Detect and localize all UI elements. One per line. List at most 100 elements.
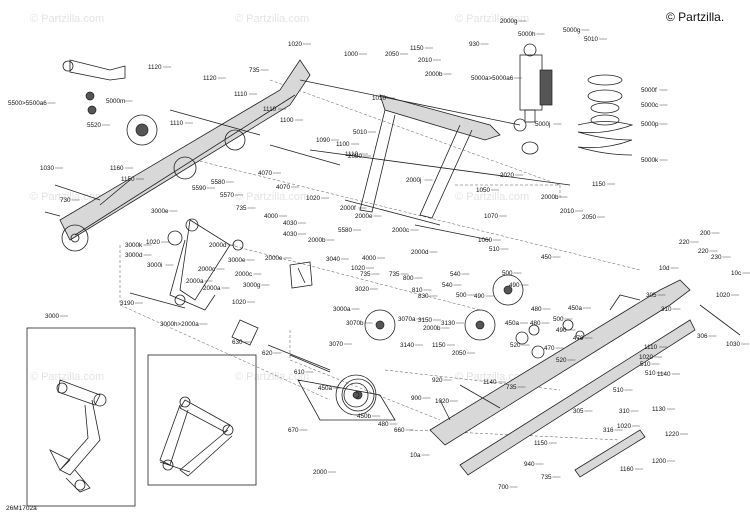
- part-callout-1110: 1110: [170, 120, 184, 127]
- part-callout-480: 480: [378, 421, 389, 428]
- part-callout-510: 510: [489, 246, 500, 253]
- part-callout-5000f: 5000f: [641, 87, 657, 94]
- part-callout-1100: 1100: [336, 141, 350, 148]
- part-callout-800: 800: [403, 275, 414, 282]
- part-callout-1020: 1020: [306, 195, 321, 202]
- part-callout-1140: 1140: [657, 371, 671, 378]
- part-callout-500: 500: [502, 270, 513, 277]
- part-callout-10d: 10d: [659, 265, 670, 272]
- inset-box-front-arm: [26, 327, 136, 507]
- part-callout-2050: 2050: [385, 51, 400, 58]
- part-callout-306: 306: [697, 333, 708, 340]
- part-callout-520: 520: [510, 342, 521, 349]
- part-callout-470: 470: [573, 335, 584, 342]
- wheel-670-drawing: [297, 374, 396, 421]
- part-callout-305: 305: [573, 408, 584, 415]
- part-callout-3000g: 3000g: [243, 282, 261, 289]
- part-callout-450a: 450a: [318, 385, 333, 392]
- part-callout-620: 620: [262, 350, 273, 357]
- part-callout-1150: 1150: [432, 342, 446, 349]
- brand-logo: © Partzilla.: [666, 10, 724, 24]
- part-callout-2000b: 2000b: [425, 71, 443, 78]
- part-callout-1070: 1070: [484, 213, 499, 220]
- part-callout-2050: 2050: [452, 350, 467, 357]
- part-callout-450: 450: [541, 254, 552, 261]
- part-callout-1000: 1000: [344, 51, 359, 58]
- part-callout-540: 540: [442, 282, 453, 289]
- part-callout-735: 735: [236, 205, 247, 212]
- part-callout-3000: 3000: [45, 313, 60, 320]
- part-callout-3000e: 3000e: [228, 257, 246, 264]
- part-callout-730: 730: [60, 197, 71, 204]
- part-callout-5580: 5580: [211, 179, 226, 186]
- part-callout-2010: 2010: [418, 57, 433, 64]
- part-callout-1140: 1140: [483, 379, 497, 386]
- part-callout-490: 490: [474, 293, 485, 300]
- part-callout-1110: 1110: [644, 344, 658, 351]
- part-callout-810: 810: [412, 287, 423, 294]
- part-callout-2000g: 2000g: [500, 18, 518, 25]
- part-callout-900: 900: [411, 395, 422, 402]
- part-callout-2000b: 2000b: [541, 194, 559, 201]
- part-callout-480: 480: [530, 320, 541, 327]
- part-callout-1050: 1050: [476, 187, 491, 194]
- watermark: © Partzilla.com: [455, 191, 529, 203]
- part-callout-310: 310: [661, 306, 672, 313]
- part-callout-5010: 5010: [584, 36, 599, 43]
- part-callout-1020: 1020: [639, 354, 654, 361]
- part-callout-510: 510: [613, 387, 624, 394]
- part-callout-3000a: 3000a: [333, 306, 351, 313]
- part-callout-2000d: 2000d: [209, 242, 227, 249]
- part-callout-2000a: 2000a: [203, 285, 221, 292]
- part-callout-2000b: 2000b: [423, 325, 441, 332]
- part-callout-200: 200: [700, 230, 711, 237]
- part-callout-3000d: 3000d: [125, 252, 143, 259]
- part-callout-10c: 10c: [731, 270, 741, 277]
- part-callout-3070a: 3070a: [398, 316, 416, 323]
- watermark: © Partzilla.com: [455, 371, 529, 383]
- part-callout-1150: 1150: [592, 181, 606, 188]
- part-callout-490: 490: [509, 282, 520, 289]
- part-callout-316: 316: [603, 427, 614, 434]
- part-callout-5570: 5570: [220, 192, 235, 199]
- part-callout-2000c: 2000c: [235, 271, 252, 278]
- part-callout-5010: 5010: [353, 129, 368, 136]
- part-callout-2000a: 2000a: [186, 278, 204, 285]
- front-arm-drawing: [167, 218, 313, 311]
- part-callout-510: 510: [640, 361, 651, 368]
- shafts-drawing: [54, 109, 501, 421]
- part-callout-1030: 1030: [40, 165, 55, 172]
- part-callout-3000e: 3000e: [151, 208, 169, 215]
- upper-swing-arm-drawing: [299, 79, 571, 226]
- part-callout-5000p: 5000p: [641, 121, 659, 128]
- part-callout-735: 735: [506, 384, 517, 391]
- part-callout-660: 660: [394, 427, 405, 434]
- part-callout-2000e: 2000e: [265, 255, 283, 262]
- part-callout-1220: 1220: [665, 431, 680, 438]
- part-callout-830: 830: [418, 293, 429, 300]
- part-callout-2080: 2080: [348, 153, 363, 160]
- part-callout-3040: 3040: [326, 256, 341, 263]
- part-callout-1110: 1110: [234, 91, 248, 98]
- rear-shock-drawing: [513, 43, 634, 156]
- part-callout-1110: 1110: [263, 106, 277, 113]
- part-callout-1020: 1020: [716, 292, 731, 299]
- part-callout-450a: 450a: [505, 320, 520, 327]
- part-callout-735: 735: [249, 67, 260, 74]
- callout-labels: 1020 735 1000 2050 1150 2010 2000b 1010 2000g 500…: [8, 18, 750, 491]
- part-callout-4000: 4000: [362, 255, 377, 262]
- part-callout-1020: 1020: [435, 398, 450, 405]
- part-callout-940: 940: [524, 461, 535, 468]
- part-callout-5000m: 5000m: [106, 98, 125, 105]
- part-callout-5590: 5590: [192, 185, 207, 192]
- part-callout-1010: 1010: [372, 95, 387, 102]
- part-callout-1020: 1020: [288, 41, 303, 48]
- part-callout-310: 310: [619, 408, 630, 415]
- part-callout-1150: 1150: [534, 440, 548, 447]
- part-callout-4070: 4070: [258, 170, 273, 177]
- part-callout-1160: 1160: [620, 466, 634, 473]
- part-callout-2000f: 2000f: [340, 205, 356, 212]
- part-callout-450b: 450b: [357, 413, 372, 420]
- part-callout-1020: 1020: [146, 239, 161, 246]
- watermark: © Partzilla.com: [30, 371, 104, 383]
